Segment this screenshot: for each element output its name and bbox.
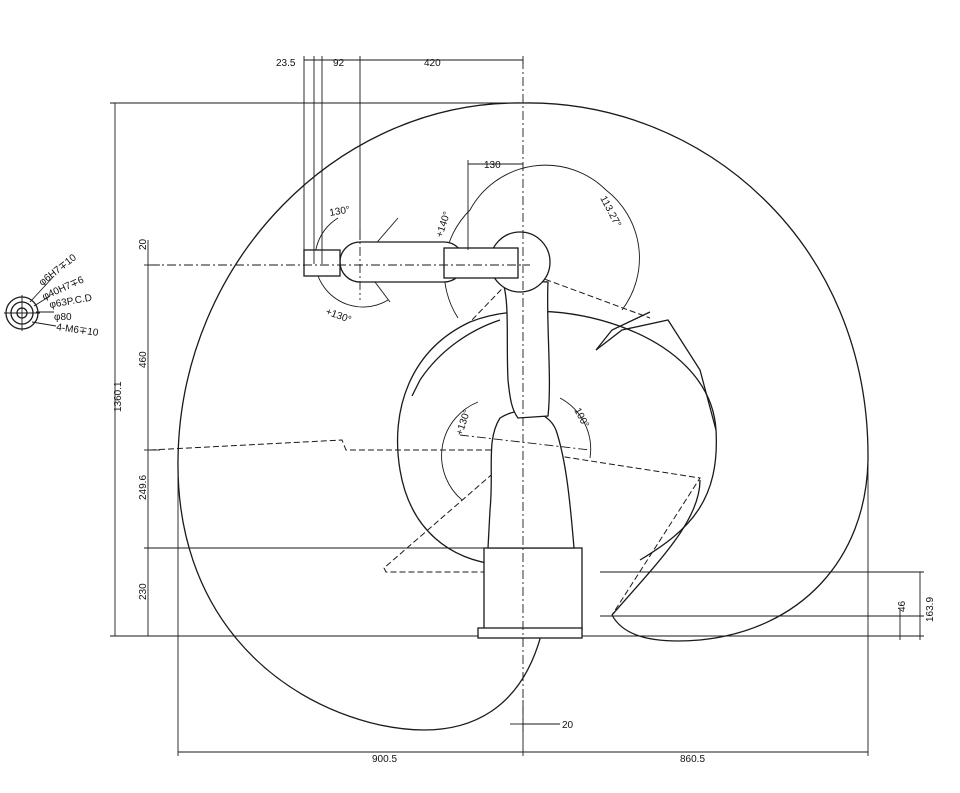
dim-130-top: 130 bbox=[484, 160, 501, 171]
dim-20-bottom: 20 bbox=[562, 720, 574, 731]
lower-column bbox=[487, 410, 575, 549]
dim-420: 420 bbox=[424, 58, 441, 69]
base-plate bbox=[477, 627, 583, 639]
center-lines bbox=[150, 60, 591, 740]
flange-labels: φ6H7∓10 φ40H7∓6 φ63P.C.D φ80 4-M6∓10 bbox=[37, 252, 99, 339]
angle-plus140: +140° bbox=[434, 210, 453, 239]
flange-tap-spec: 4-M6∓10 bbox=[56, 322, 100, 339]
dim-163-9: 163.9 bbox=[925, 597, 936, 622]
dim-860-5: 860.5 bbox=[680, 754, 705, 765]
upper-link bbox=[501, 279, 551, 419]
dim-20-left: 20 bbox=[138, 238, 149, 250]
angle-plus130-left: +130° bbox=[324, 306, 353, 325]
dim-900-5: 900.5 bbox=[372, 754, 397, 765]
forearm-neck bbox=[443, 247, 519, 279]
dim-230: 230 bbox=[138, 583, 149, 600]
angle-130-top: 130° bbox=[329, 205, 351, 219]
dim-1360-1: 1360.1 bbox=[113, 381, 124, 412]
angle-100: 100° bbox=[571, 406, 590, 429]
dim-460: 460 bbox=[138, 351, 149, 368]
angle-plus130-mid: +130° bbox=[454, 408, 473, 437]
angle-113-27: 113.27° bbox=[597, 194, 623, 229]
flange-detail bbox=[4, 275, 57, 331]
dim-92: 92 bbox=[333, 58, 345, 69]
flange-outer-spec: φ80 bbox=[54, 312, 72, 323]
dimension-lines bbox=[110, 56, 924, 756]
dim-23-5: 23.5 bbox=[276, 58, 296, 69]
dim-46: 46 bbox=[897, 600, 908, 612]
robot-base bbox=[483, 547, 583, 631]
reach-lines bbox=[149, 269, 701, 616]
dim-249-6: 249.6 bbox=[138, 475, 149, 500]
dimension-labels: 23.5 92 420 130 20 460 1360.1 249.6 230 … bbox=[113, 58, 936, 765]
robot-arm bbox=[303, 231, 583, 639]
